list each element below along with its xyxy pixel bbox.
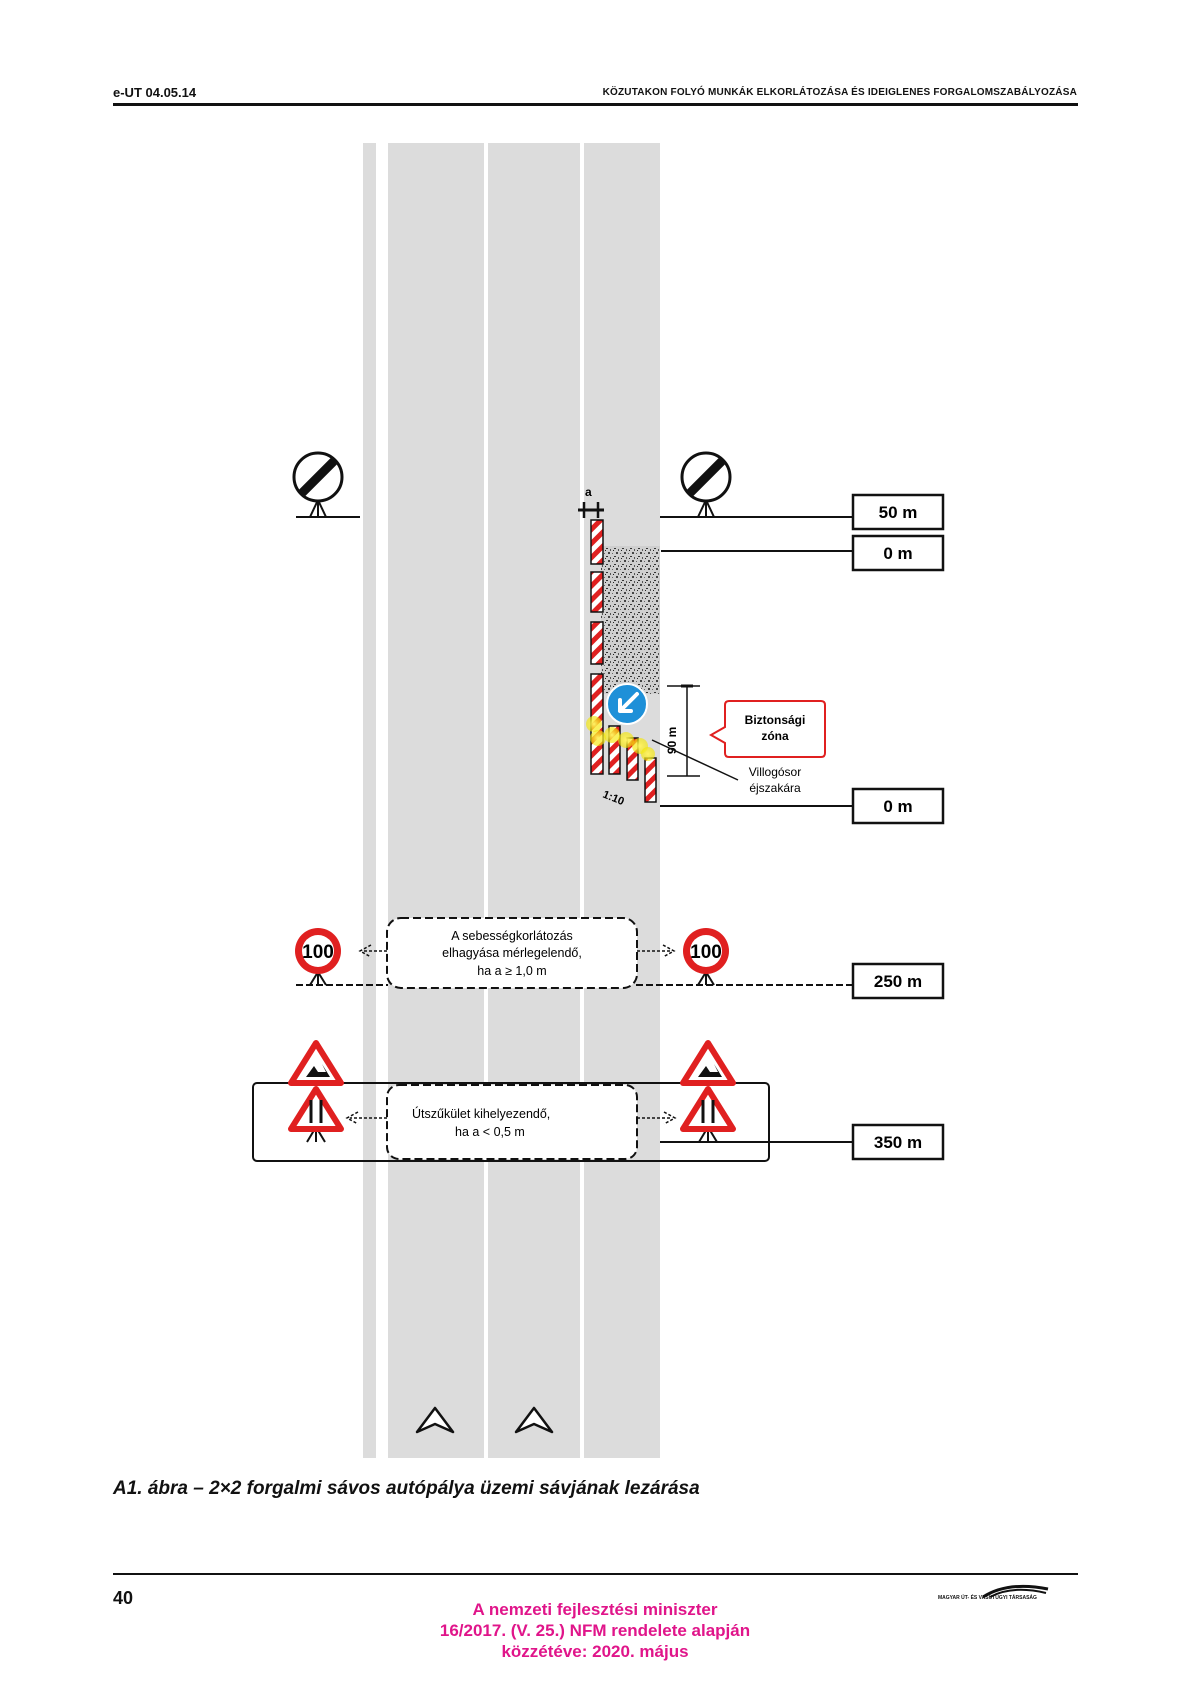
keep-left-sign-icon <box>606 683 648 725</box>
svg-text:350 m: 350 m <box>874 1133 922 1152</box>
warning-signs-row: Útszűkület kihelyezendő, ha a < 0,5 m 35… <box>252 1040 945 1162</box>
lane-2 <box>488 143 580 1458</box>
length-dimension: 90 m <box>665 684 700 777</box>
distance-350m: 350 m <box>851 1123 945 1161</box>
work-zone <box>601 546 660 694</box>
distance-250m: 250 m <box>851 962 945 1000</box>
svg-text:0 m: 0 m <box>883 797 912 816</box>
flasher-label: Villogósor éjszakára <box>651 739 801 795</box>
svg-text:Útszűkület kihelyezendő,: Útszűkület kihelyezendő, <box>412 1106 550 1121</box>
header-document-title: KÖZUTAKON FOLYÓ MUNKÁK ELKORLÁTOZÁSA ÉS … <box>602 87 1077 98</box>
speed-note-box: A sebességkorlátozás elhagyása mérlegele… <box>358 917 676 989</box>
page-number: 40 <box>113 1588 134 1608</box>
safety-zone-line2: zóna <box>761 729 789 743</box>
roadworks-warning-sign-left-icon <box>288 1040 344 1086</box>
left-shoulder <box>363 143 376 1458</box>
svg-text:ha a ≥ 1,0 m: ha a ≥ 1,0 m <box>477 964 546 978</box>
svg-text:A sebességkorlátozás: A sebességkorlátozás <box>451 929 573 943</box>
header-rule <box>113 103 1078 106</box>
society-logo-text: MAGYAR ÚT- ÉS VASÚTÜGYI TÁRSASÁG <box>938 1595 1037 1601</box>
publication-note: A nemzeti fejlesztési miniszter 16/2017.… <box>439 1600 751 1661</box>
marker-a-label: a <box>585 485 592 499</box>
speed-limit-row: 100 100 A sebességkorlátozás elhagyása m… <box>295 917 945 1000</box>
direction-arrow-lane-2-icon <box>514 1406 554 1434</box>
road-narrows-sign-right-icon <box>680 1086 736 1143</box>
direction-arrow-lane-1-icon <box>415 1406 455 1434</box>
end-restrictions-sign-right <box>660 451 855 518</box>
speed-value-right: 100 <box>690 942 722 963</box>
svg-text:250 m: 250 m <box>874 972 922 991</box>
lane-1 <box>388 143 484 1458</box>
safety-zone-line1: Biztonsági <box>745 713 806 727</box>
svg-text:elhagyása mérlegelendő,: elhagyása mérlegelendő, <box>442 946 582 960</box>
speed-limit-sign-left-icon: 100 <box>295 928 341 986</box>
flasher-line1: Villogósor <box>749 765 801 779</box>
figure-caption: A1. ábra – 2×2 forgalmi sávos autópálya … <box>113 1478 700 1499</box>
roadworks-warning-sign-right-icon <box>680 1040 736 1086</box>
speed-limit-sign-right-icon: 100 <box>683 928 729 986</box>
speed-value-left: 100 <box>302 942 334 963</box>
svg-text:50 m: 50 m <box>879 503 918 522</box>
marker-a: a <box>578 485 604 518</box>
safety-zone-callout: Biztonsági zóna <box>708 700 826 758</box>
footer-rule <box>113 1573 1078 1575</box>
flasher-line2: éjszakára <box>749 781 801 795</box>
road-narrows-sign-left-icon <box>288 1086 344 1143</box>
end-restrictions-sign-left <box>292 451 360 518</box>
svg-text:ha a < 0,5 m: ha a < 0,5 m <box>455 1125 525 1139</box>
distance-50m: 50 m <box>851 493 945 531</box>
narrowing-note-box: Útszűkület kihelyezendő, ha a < 0,5 m <box>345 1084 677 1160</box>
society-logo-icon <box>982 1584 1049 1599</box>
distance-0m-work-start: 0 m <box>661 534 945 572</box>
distance-0m-taper: 0 m <box>660 787 945 825</box>
header-document-code: e-UT 04.05.14 <box>113 85 197 100</box>
svg-text:0 m: 0 m <box>883 544 912 563</box>
flasher-lights <box>586 716 655 761</box>
